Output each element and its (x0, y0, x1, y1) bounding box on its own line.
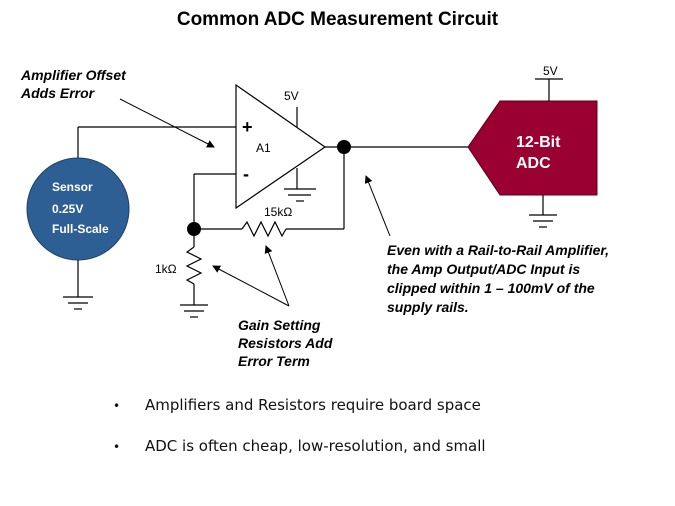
offset-annotation-line2: Adds Error (20, 85, 96, 101)
ground-icon (529, 214, 557, 228)
sensor-scale: Full-Scale (52, 222, 109, 236)
feedback-network: 15kΩ 1kΩ (155, 147, 345, 318)
sensor-voltage: 0.25V (52, 202, 83, 216)
ground-icon (284, 188, 316, 202)
adc-block (467, 100, 598, 196)
slide-title: Common ADC Measurement Circuit (176, 9, 499, 30)
rail-annotation-line2: the Amp Output/ADC Input is (387, 261, 580, 277)
rail-annotation-line4: supply rails. (387, 299, 469, 315)
rail-annotation-line3: clipped within 1 – 100mV of the (387, 280, 595, 296)
gain-annotation-line3: Error Term (238, 353, 310, 369)
bullet-item: • Amplifiers and Resistors require board… (113, 396, 486, 437)
rail-annotation-line1: Even with a Rail-to-Rail Amplifier, (387, 242, 609, 258)
gain-annotation-line1: Gain Setting (238, 317, 321, 333)
adc-label-bits: 12-Bit (516, 134, 561, 151)
op-amp-a1: + - A1 5V (235, 83, 351, 210)
sensor-label: Sensor (52, 180, 93, 194)
resistor-1k-label: 1kΩ (155, 262, 177, 276)
op-amp-triangle (235, 83, 327, 210)
adc-supply-label: 5V (543, 64, 558, 78)
ground-icon (63, 296, 93, 310)
bullet-icon: • (113, 399, 121, 413)
offset-arrow (119, 98, 215, 148)
bullet-text: Amplifiers and Resistors require board s… (145, 396, 481, 414)
resistor-15k (241, 220, 287, 238)
plus-sign: + (242, 117, 253, 137)
op-amp-supply-label: 5V (284, 89, 299, 103)
resistor-1k (185, 246, 203, 285)
adc-label-name: ADC (516, 155, 551, 172)
bullet-item: • ADC is often cheap, low-resolution, an… (113, 437, 486, 478)
gain-arrow-15k (264, 245, 290, 307)
minus-sign: - (243, 164, 249, 184)
bullet-text: ADC is often cheap, low-resolution, and … (145, 437, 486, 455)
resistor-15k-label: 15kΩ (264, 205, 292, 219)
adc: 12-Bit ADC 5V (344, 64, 598, 228)
rail-arrow (364, 175, 391, 237)
bullet-icon: • (113, 440, 121, 454)
sensor: Sensor 0.25V Full-Scale (26, 126, 236, 310)
ground-icon (180, 304, 208, 318)
gain-annotation-line2: Resistors Add (238, 335, 333, 351)
gain-arrow-1k (212, 265, 290, 307)
bullet-list: • Amplifiers and Resistors require board… (113, 396, 486, 478)
op-amp-label: A1 (256, 141, 271, 155)
offset-annotation-line1: Amplifier Offset (20, 67, 127, 83)
